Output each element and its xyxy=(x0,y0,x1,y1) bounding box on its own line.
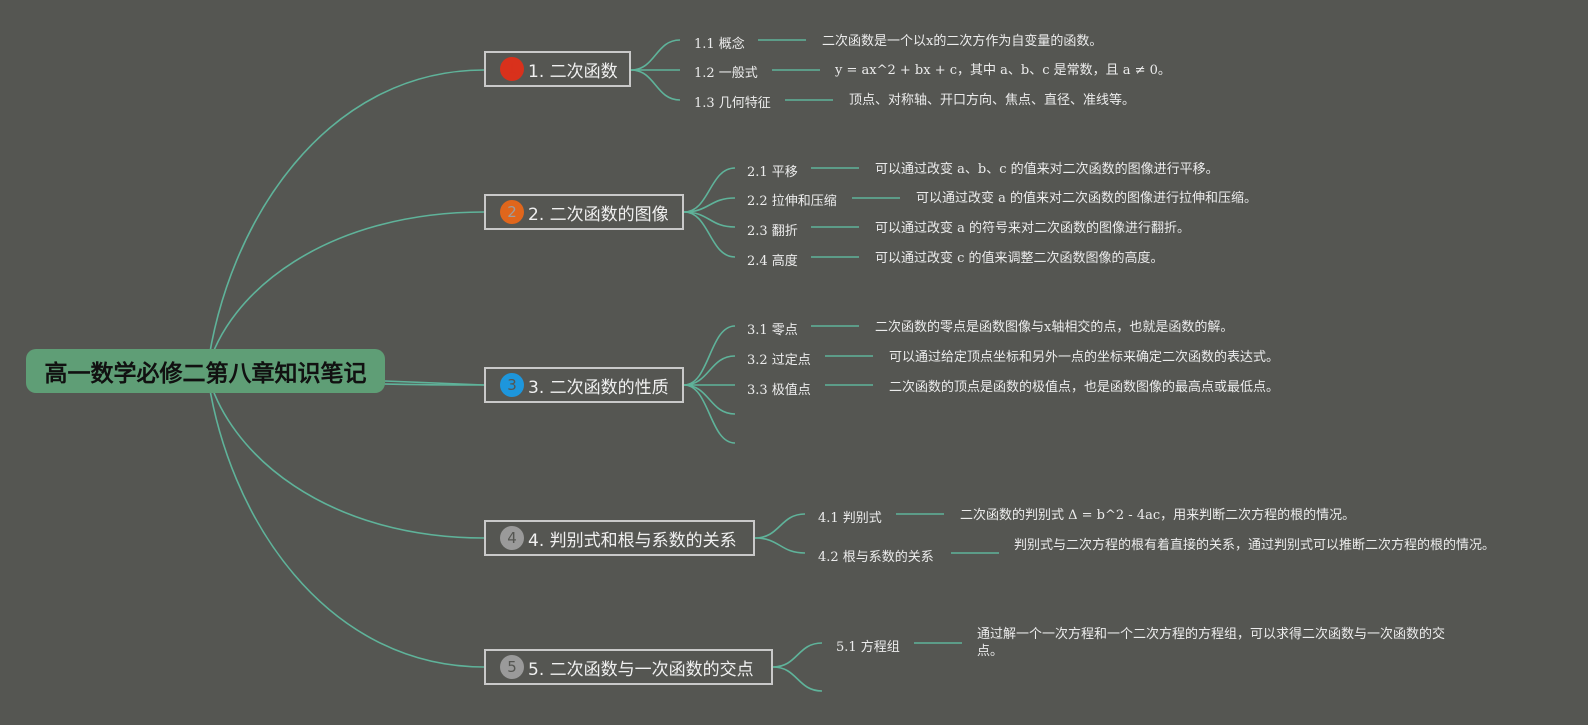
subtopic-1-2-note: y = ax^2 + bx + c，其中 a、b、c 是常数，且 a ≠ 0。 xyxy=(835,63,1171,78)
branch-1-fan-1 xyxy=(630,39,681,71)
root-link-2 xyxy=(206,211,485,372)
branch-3-fan-2 xyxy=(683,355,736,386)
number-badge-icon: 3 xyxy=(500,373,524,397)
branch-3-fan-4 xyxy=(683,384,736,415)
subtopic-3-2[interactable]: 3.2 过定点 xyxy=(747,353,811,368)
subtopic-2-4-note: 可以通过改变 c 的值来调整二次函数图像的高度。 xyxy=(875,251,1164,266)
subtopic-2-3[interactable]: 2.3 翻折 xyxy=(747,224,798,239)
subtopic-4-1-note: 二次函数的判别式 Δ = b^2 - 4ac，用来判断二次方程的根的情况。 xyxy=(960,508,1356,523)
number-badge-icon: 2 xyxy=(500,200,524,224)
subtopic-2-1-note: 可以通过改变 a、b、c 的值来对二次函数的图像进行平移。 xyxy=(875,162,1219,177)
root-topic[interactable]: 高一数学必修二第八章知识笔记 xyxy=(26,349,385,393)
number-badge-icon: 4 xyxy=(500,526,524,550)
branch-title: 1. 二次函数 xyxy=(528,61,618,82)
subtopic-5-1-note: 通过解一个一次方程和一个二次方程的方程组，可以求得二次函数与一次函数的交点。 xyxy=(977,627,1446,659)
subtopic-3-1[interactable]: 3.1 零点 xyxy=(747,323,798,338)
branch-1-fan-3 xyxy=(630,69,681,101)
subtopic-2-1[interactable]: 2.1 平移 xyxy=(747,165,798,180)
subtopic-2-2-note: 可以通过改变 a 的值来对二次函数的图像进行拉伸和压缩。 xyxy=(916,191,1258,206)
root-link-4 xyxy=(206,370,485,539)
subtopic-3-3-note: 二次函数的顶点是函数的极值点，也是函数图像的最高点或最低点。 xyxy=(889,380,1280,395)
subtopic-3-3[interactable]: 3.3 极值点 xyxy=(747,383,811,398)
branch-4-fan-2 xyxy=(754,537,806,554)
branch-5-fan-2 xyxy=(772,666,823,692)
subtopic-3-2-note: 可以通过给定顶点坐标和另外一点的坐标来确定二次函数的表达式。 xyxy=(889,350,1280,365)
branch-3-fan-1 xyxy=(683,325,736,386)
subtopic-3-1-note: 二次函数的零点是函数图像与x轴相交的点，也就是函数的解。 xyxy=(875,320,1234,335)
branch-title: 2. 二次函数的图像 xyxy=(528,204,669,225)
root-link-1 xyxy=(206,69,485,372)
subtopic-1-3-note: 顶点、对称轴、开口方向、焦点、直径、准线等。 xyxy=(849,93,1136,108)
branch-5-fan-1 xyxy=(772,642,823,668)
subtopic-1-1-note: 二次函数是一个以x的二次方作为自变量的函数。 xyxy=(822,34,1103,49)
branch-4-topic[interactable]: 4 4. 判别式和根与系数的关系 xyxy=(484,520,755,556)
branch-3-topic[interactable]: 3 3. 二次函数的性质 xyxy=(484,367,684,403)
branch-2-fan-4 xyxy=(683,211,736,258)
subtopic-1-2[interactable]: 1.2 一般式 xyxy=(694,66,758,81)
subtopic-1-1[interactable]: 1.1 概念 xyxy=(694,37,745,52)
number-badge-icon: 5 xyxy=(500,655,524,679)
branch-title: 3. 二次函数的性质 xyxy=(528,377,669,398)
subtopic-2-4[interactable]: 2.4 高度 xyxy=(747,254,798,269)
subtopic-4-2[interactable]: 4.2 根与系数的关系 xyxy=(818,550,934,565)
branch-title: 5. 二次函数与一次函数的交点 xyxy=(528,659,754,680)
subtopic-5-1[interactable]: 5.1 方程组 xyxy=(836,640,900,655)
branch-1-topic[interactable]: 1 1. 二次函数 xyxy=(484,51,631,87)
number-badge-icon: 1 xyxy=(500,57,524,81)
subtopic-4-1[interactable]: 4.1 判别式 xyxy=(818,511,882,526)
branch-2-fan-1 xyxy=(683,167,736,213)
branch-2-topic[interactable]: 2 2. 二次函数的图像 xyxy=(484,194,684,230)
subtopic-2-2[interactable]: 2.2 拉伸和压缩 xyxy=(747,194,837,209)
branch-4-fan-1 xyxy=(754,513,806,539)
branch-3-fan-5 xyxy=(683,384,736,444)
subtopic-4-2-note: 判别式与二次方程的根有着直接的关系，通过判别式可以推断二次方程的根的情况。 xyxy=(1014,538,1496,553)
subtopic-2-3-note: 可以通过改变 a 的符号来对二次函数的图像进行翻折。 xyxy=(875,221,1191,236)
root-link-3-direct xyxy=(384,380,485,386)
branch-5-topic[interactable]: 5 5. 二次函数与一次函数的交点 xyxy=(484,649,773,685)
root-link-5 xyxy=(206,370,485,668)
branch-title: 4. 判别式和根与系数的关系 xyxy=(528,530,737,551)
subtopic-1-3[interactable]: 1.3 几何特征 xyxy=(694,96,771,111)
